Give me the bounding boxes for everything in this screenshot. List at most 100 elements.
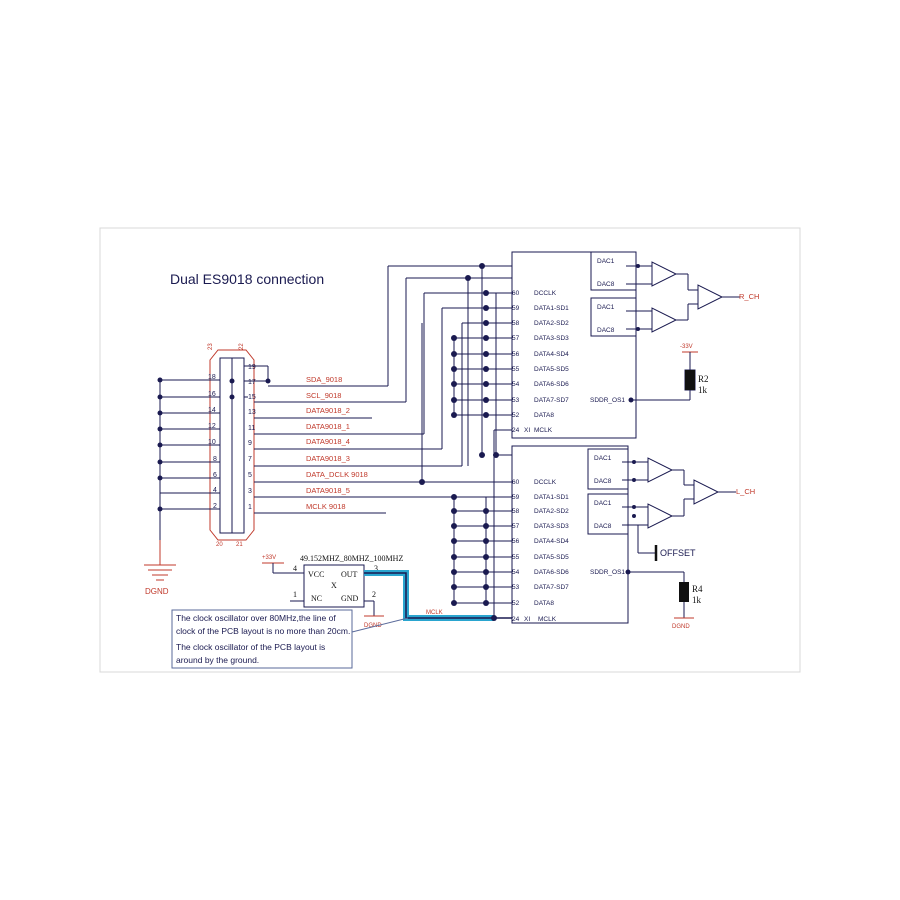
osc-supply-label: +33V (262, 555, 276, 561)
bottom-pin-56-num: 56 (512, 538, 520, 545)
bottom-pin-55-name: DATA5-SD5 (534, 554, 569, 561)
pin-6-label: 6 (213, 472, 217, 479)
top-output-amplifiers: R_CH (626, 261, 759, 333)
top-pin-57-name: DATA3-SD3 (534, 335, 569, 342)
net-data-dclk-9018: DATA_DCLK 9018 (306, 470, 368, 479)
bottom-pin-24-extra: MCLK (538, 616, 557, 623)
bottom-pin-59-name: DATA1-SD1 (534, 494, 569, 501)
clock-layout-note: The clock oscillator over 80MHz,the line… (171, 609, 409, 669)
osc-pin1: 1 (293, 590, 297, 599)
pin-8-label: 8 (213, 456, 217, 463)
pin-12-label: 12 (208, 423, 216, 430)
net-data9018-3: DATA9018_3 (306, 454, 350, 463)
net-sda-9018: SDA_9018 (306, 375, 342, 384)
clock-oscillator: 49.152MHZ_80MHZ_100MHZ +33V 4 3 1 2 VCC … (262, 429, 512, 629)
top-pin-59-num: 59 (512, 305, 520, 312)
bottom-dac8-a: DAC8 (594, 478, 612, 485)
es9018-bottom-chip: 60 DCCLK 59 DATA1-SD1 58 DATA2-SD2 57 DA… (511, 445, 629, 624)
osc-x-mark: X (331, 581, 337, 590)
pin-5-label: 5 (248, 472, 252, 479)
top-pin-55-num: 55 (512, 366, 520, 373)
bottom-pin-60-num: 60 (512, 479, 520, 486)
osc-pin2: 2 (372, 590, 376, 599)
connector-left-pins: 18 16 14 12 10 8 6 4 2 (157, 374, 220, 565)
osc-gnd-symbol-label: DGND (364, 623, 382, 629)
offset-label: OFFSET (660, 548, 696, 558)
top-pin-24-extra: MCLK (534, 427, 553, 434)
dgnd-ground-symbol: DGND (144, 540, 176, 596)
bottom-dac8-b: DAC8 (594, 523, 612, 530)
osc-gnd: GND (341, 594, 359, 603)
bottom-sddr-label: SDDR_OS1 (590, 569, 625, 576)
note-line-3: The clock oscillator of the PCB layout i… (176, 642, 325, 652)
osc-out: OUT (341, 570, 358, 579)
pin-14-label: 14 (208, 407, 216, 414)
r-ch-label: R_CH (739, 292, 759, 301)
top-pin-60-num: 60 (512, 290, 520, 297)
top-pin-24-num: 24 (512, 427, 520, 434)
top-pin-58-name: DATA2-SD2 (534, 320, 569, 327)
dgnd-label: DGND (145, 587, 169, 596)
signal-bus-wiring (254, 263, 512, 606)
bottom-pin-55-num: 55 (512, 554, 520, 561)
diagram-title: Dual ES9018 connection (170, 271, 324, 287)
pin-10-label: 10 (208, 439, 216, 446)
pin-22-label: 22 (239, 343, 245, 350)
bottom-pin-52-num: 52 (512, 600, 520, 607)
bottom-pin-54-num: 54 (512, 569, 520, 576)
top-dac1-b: DAC1 (597, 304, 615, 311)
pin-21-label: 21 (236, 542, 243, 548)
pin-11-label: 11 (248, 425, 255, 432)
pin-3-label: 3 (248, 488, 252, 495)
bottom-pin-52-name: DATA8 (534, 600, 554, 607)
r2-resistor: -33V R2 1k (628, 344, 709, 403)
top-pin-52-num: 52 (512, 412, 520, 419)
osc-freq-label: 49.152MHZ_80MHZ_100MHZ (300, 554, 403, 563)
top-pin-56-num: 56 (512, 351, 520, 358)
pin-2-label: 2 (213, 503, 217, 510)
r4-name: R4 (692, 584, 703, 594)
pin-18-label: 18 (208, 374, 216, 381)
pin-9-label: 9 (248, 440, 252, 447)
osc-nc: NC (311, 594, 322, 603)
pin-23-label: 23 (208, 343, 214, 350)
r2-value: 1k (698, 385, 708, 395)
top-pin-53-name: DATA7-SD7 (534, 397, 569, 404)
top-pin-60-name: DCCLK (534, 290, 557, 297)
connector-net-labels: SDA_9018 SCL_9018 DATA9018_2 DATA9018_1 … (306, 375, 368, 511)
pin-16-label: 16 (208, 391, 216, 398)
sheet-frame (99, 227, 801, 673)
note-line-2: clock of the PCB layout is no more than … (176, 626, 350, 636)
top-dac8-a: DAC8 (597, 281, 615, 288)
bottom-dac1-b: DAC1 (594, 500, 612, 507)
pin-4-label: 4 (213, 487, 217, 494)
bottom-pin-54-name: DATA6-SD6 (534, 569, 569, 576)
connector-right-pins: 19 17 15 13 11 9 7 5 3 1 (229, 364, 271, 511)
bottom-pin-57-num: 57 (512, 523, 520, 530)
bottom-pin-58-num: 58 (512, 508, 520, 515)
pin-19-label: 19 (248, 364, 256, 371)
net-mclk-9018: MCLK 9018 (306, 502, 346, 511)
r4-gnd-label: DGND (672, 624, 690, 630)
pin-13-label: 13 (248, 409, 256, 416)
top-pin-56-name: DATA4-SD4 (534, 351, 569, 358)
mclk-net-label: MCLK (426, 610, 443, 616)
bottom-pin-57-name: DATA3-SD3 (534, 523, 569, 530)
bottom-pin-53-name: DATA7-SD7 (534, 584, 569, 591)
pin-15-label: 15 (248, 394, 256, 401)
bottom-pin-53-num: 53 (512, 584, 520, 591)
r4-value: 1k (692, 595, 702, 605)
pin-7-label: 7 (248, 456, 252, 463)
es9018-top-chip: 60 DCCLK 59 DATA1-SD1 58 DATA2-SD2 57 DA… (511, 251, 637, 439)
top-pin-58-num: 58 (512, 320, 520, 327)
pin-1-label: 1 (248, 504, 252, 511)
r2-supply-label: -33V (680, 344, 693, 350)
top-sddr-label: SDDR_OS1 (590, 397, 625, 404)
bottom-pin-24-num: 24 (512, 616, 520, 623)
bottom-pin-24-name: XI (524, 616, 530, 623)
top-pin-54-num: 54 (512, 381, 520, 388)
top-pin-53-num: 53 (512, 397, 520, 404)
top-dac1-a: DAC1 (597, 258, 615, 265)
bottom-pin-59-num: 59 (512, 494, 520, 501)
